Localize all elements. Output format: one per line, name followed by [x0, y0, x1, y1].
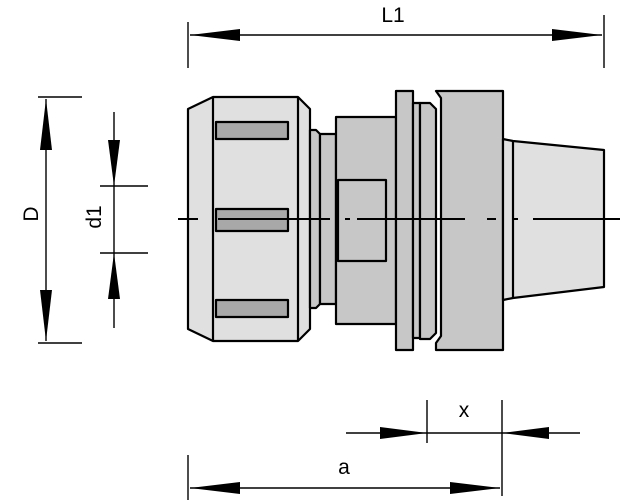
internal-bore: [336, 178, 388, 263]
flange-ring: [394, 89, 415, 352]
dimension-D: [38, 96, 82, 344]
nut-slot: [214, 298, 290, 319]
nut-slot: [214, 120, 290, 141]
label-a: a: [338, 456, 350, 479]
label-d1: d1: [83, 205, 106, 228]
flange-ring: [418, 101, 438, 341]
dimension-x: [346, 400, 580, 496]
label-D: D: [20, 206, 43, 221]
dimension-L1: [187, 15, 605, 68]
dimension-a: [187, 455, 500, 500]
flange: [434, 89, 505, 352]
label-x: x: [459, 399, 470, 422]
label-L1: L1: [381, 4, 404, 27]
dimension-d1: [100, 112, 148, 328]
